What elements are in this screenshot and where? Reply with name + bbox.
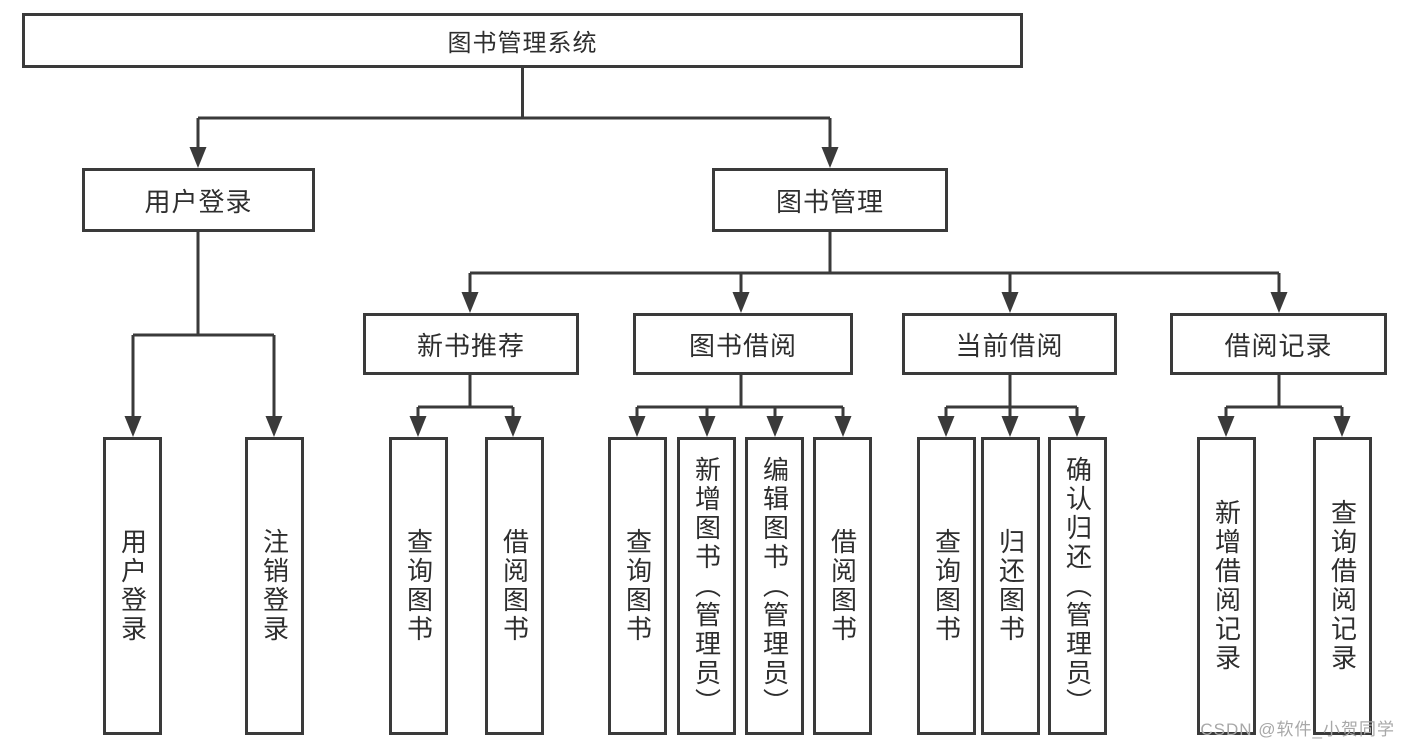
- node-borrowing-records: 借阅记录: [1170, 313, 1387, 375]
- node-user-login: 用户登录: [82, 168, 315, 232]
- leaf-add-book-admin: 新增图书（管理员）: [677, 437, 736, 735]
- node-book-management: 图书管理: [712, 168, 948, 232]
- node-library-system: 图书管理系统: [22, 13, 1023, 68]
- leaf-query-books-1: 查询图书: [389, 437, 448, 735]
- node-new-book-recommend: 新书推荐: [363, 313, 579, 375]
- leaf-logout: 注销登录: [245, 437, 304, 735]
- leaf-user-login: 用户登录: [103, 437, 162, 735]
- leaf-query-books-3: 查询图书: [917, 437, 976, 735]
- leaf-edit-book-admin: 编辑图书（管理员）: [745, 437, 804, 735]
- leaf-query-borrow-record: 查询借阅记录: [1313, 437, 1372, 735]
- connector-paths: [131, 68, 1344, 421]
- leaf-borrow-books-1: 借阅图书: [485, 437, 544, 735]
- leaf-borrow-books-2: 借阅图书: [813, 437, 872, 735]
- leaf-confirm-return-admin: 确认归还（管理员）: [1048, 437, 1107, 735]
- leaf-add-borrow-record: 新增借阅记录: [1197, 437, 1256, 735]
- leaf-query-books-2: 查询图书: [608, 437, 667, 735]
- watermark: CSDN @软件_小贺同学: [1200, 720, 1395, 739]
- leaf-return-book: 归还图书: [981, 437, 1040, 735]
- node-current-borrowing: 当前借阅: [902, 313, 1117, 375]
- arrowheads: [124, 147, 1351, 437]
- node-book-borrowing: 图书借阅: [633, 313, 853, 375]
